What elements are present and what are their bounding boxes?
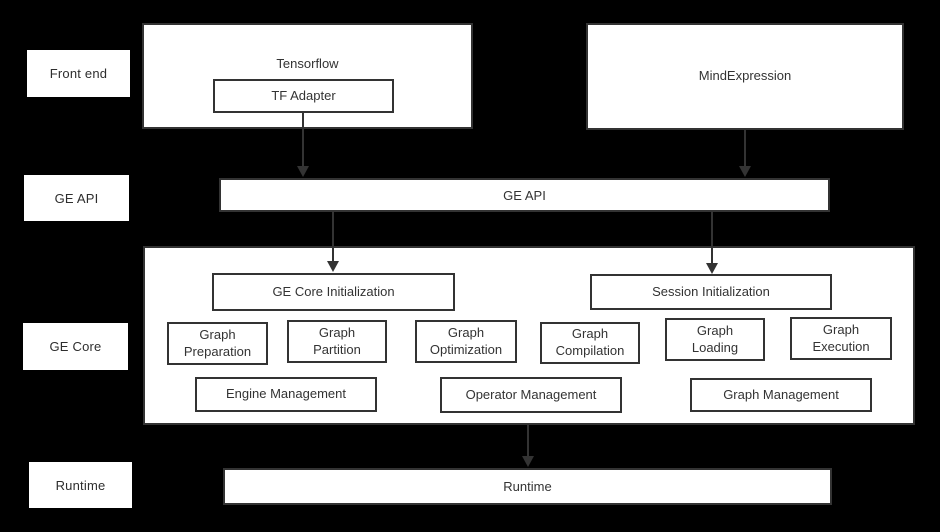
arrow-head-icon xyxy=(739,166,751,177)
box-session-initialization: Session Initialization xyxy=(590,274,832,310)
box-ge-core-initialization: GE Core Initialization xyxy=(212,273,455,311)
arrow-tf-adapter-to-ge-api xyxy=(297,113,309,177)
arrow-head-icon xyxy=(327,261,339,272)
box-graph-partition: Graph Partition xyxy=(287,320,387,363)
arrow-ge-core-to-runtime xyxy=(522,425,534,467)
arrow-head-icon xyxy=(522,456,534,467)
arrow-shaft xyxy=(332,212,334,261)
row-label-ge-api: GE API xyxy=(24,175,129,221)
box-operator-management: Operator Management xyxy=(440,377,622,413)
arrow-mindexpression-to-ge-api xyxy=(739,130,751,177)
box-engine-management: Engine Management xyxy=(195,377,377,412)
row-label-front-end: Front end xyxy=(27,50,130,97)
box-graph-management: Graph Management xyxy=(690,378,872,412)
box-tensorflow: Tensorflow TF Adapter xyxy=(142,23,473,129)
panel-ge-core: GE Core Initialization Session Initializ… xyxy=(143,246,915,425)
bar-ge-api: GE API xyxy=(219,178,830,212)
tensorflow-title: Tensorflow xyxy=(276,56,339,71)
box-graph-loading: Graph Loading xyxy=(665,318,765,361)
box-tf-adapter: TF Adapter xyxy=(213,79,394,113)
box-graph-execution: Graph Execution xyxy=(790,317,892,360)
bar-runtime: Runtime xyxy=(223,468,832,505)
arrow-ge-api-to-ge-core-initialization xyxy=(327,212,339,272)
row-label-ge-core: GE Core xyxy=(23,323,128,370)
arrow-ge-api-to-session-initialization xyxy=(706,212,718,274)
box-graph-preparation: Graph Preparation xyxy=(167,322,268,365)
arrow-head-icon xyxy=(297,166,309,177)
arrow-shaft xyxy=(302,113,304,166)
arrow-head-icon xyxy=(706,263,718,274)
box-mindexpression: MindExpression xyxy=(586,23,904,130)
box-graph-compilation: Graph Compilation xyxy=(540,322,640,364)
box-graph-optimization: Graph Optimization xyxy=(415,320,517,363)
arrow-shaft xyxy=(527,425,529,456)
row-label-runtime: Runtime xyxy=(29,462,132,508)
arrow-shaft xyxy=(711,212,713,263)
arrow-shaft xyxy=(744,130,746,166)
